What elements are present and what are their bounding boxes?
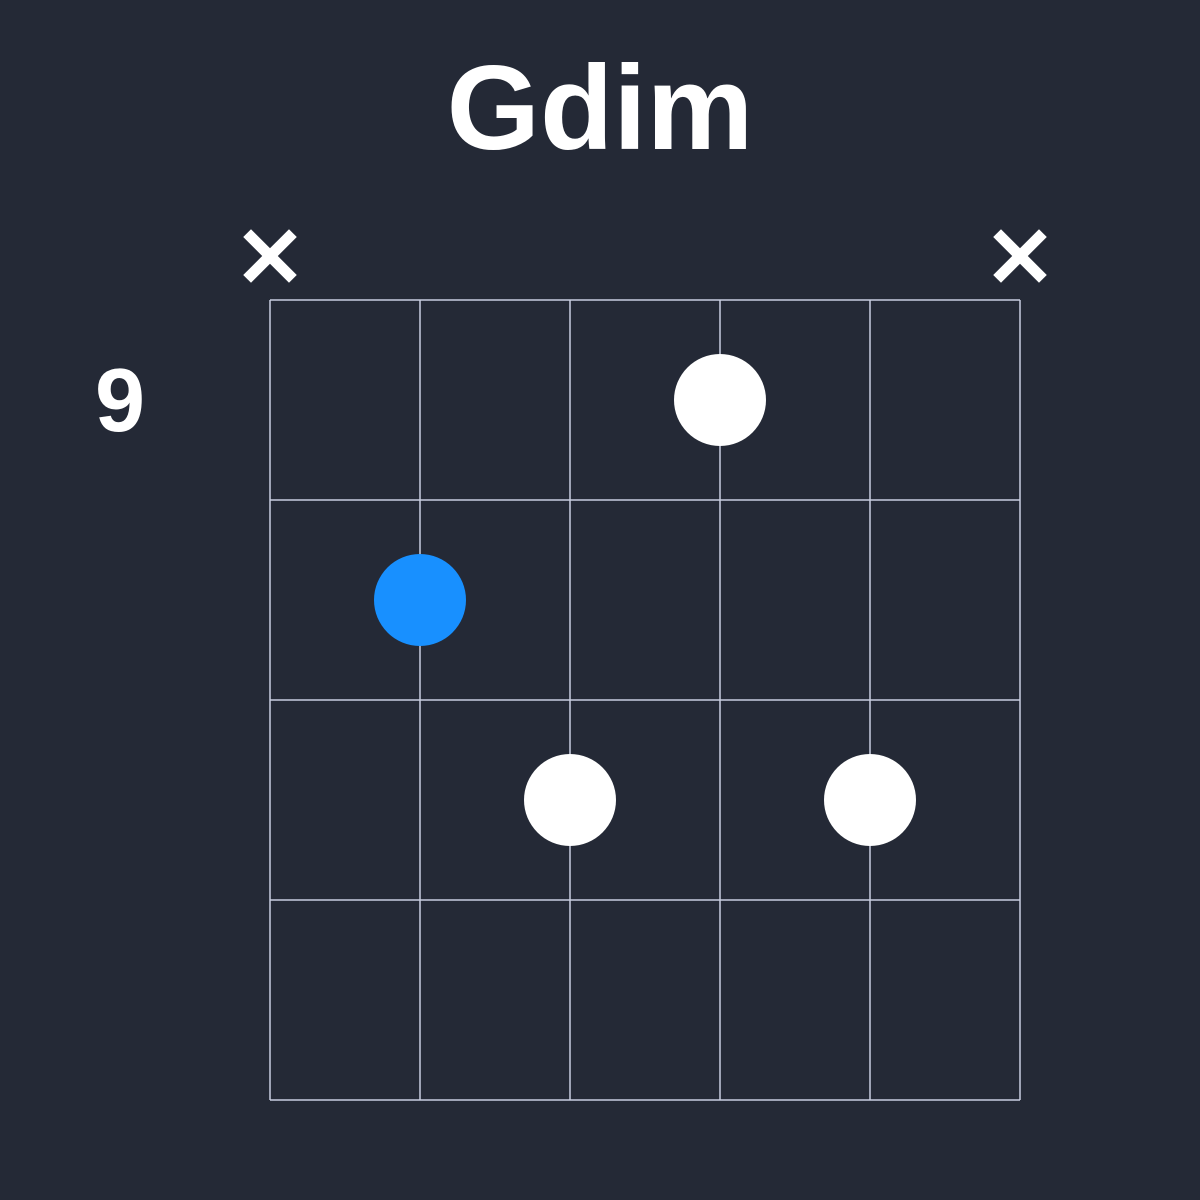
chord-title: Gdim	[446, 41, 754, 175]
finger-dot	[524, 754, 616, 846]
finger-dot	[824, 754, 916, 846]
start-fret-number: 9	[94, 351, 146, 451]
x-mark-icon	[243, 229, 297, 283]
x-mark-icon	[993, 229, 1047, 283]
finger-dot	[674, 354, 766, 446]
root-note-dot	[374, 554, 466, 646]
